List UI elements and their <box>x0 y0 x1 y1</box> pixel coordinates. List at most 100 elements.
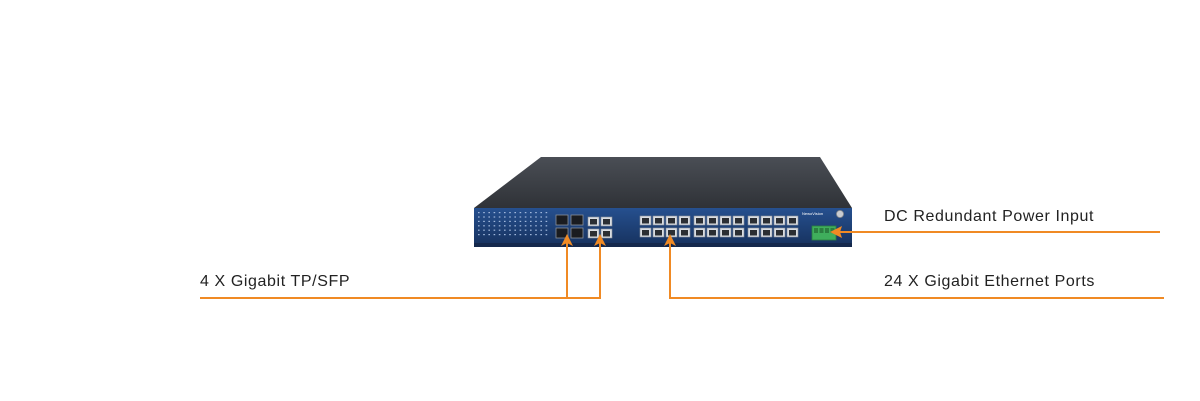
rj45-port[interactable] <box>732 215 745 226</box>
status-led <box>493 220 496 222</box>
status-led <box>478 225 480 227</box>
status-led <box>478 212 480 214</box>
rj45-port[interactable] <box>706 227 719 238</box>
status-led <box>540 229 542 231</box>
rj45-port[interactable] <box>652 227 665 238</box>
switch-top-cover <box>474 157 852 208</box>
status-led <box>535 220 537 222</box>
rj45-port[interactable] <box>639 227 652 238</box>
rj45-port[interactable] <box>600 228 613 239</box>
status-led <box>504 234 506 236</box>
sfp-port[interactable] <box>570 227 584 239</box>
rj45-port[interactable] <box>587 228 600 239</box>
status-led <box>498 220 501 222</box>
status-led <box>514 216 516 218</box>
status-led <box>493 225 496 227</box>
status-led <box>524 216 527 218</box>
rj45-port[interactable] <box>693 215 706 226</box>
status-led <box>493 212 496 214</box>
status-led <box>545 225 548 227</box>
status-led <box>519 216 522 218</box>
status-led <box>545 234 548 236</box>
status-led <box>530 225 532 227</box>
sfp-port[interactable] <box>570 214 584 226</box>
status-led <box>519 212 522 214</box>
combo-rj45-ports <box>587 216 613 239</box>
status-led <box>478 229 480 231</box>
sfp-port[interactable] <box>555 227 569 239</box>
status-led <box>483 229 485 231</box>
rj45-port[interactable] <box>665 215 678 226</box>
status-led <box>509 212 511 214</box>
status-led <box>524 234 527 236</box>
ethernet-port-block <box>639 215 799 238</box>
status-led <box>493 229 496 231</box>
rj45-port[interactable] <box>706 215 719 226</box>
status-led <box>483 212 485 214</box>
status-led <box>540 216 542 218</box>
status-led <box>514 225 516 227</box>
status-led <box>488 234 490 236</box>
status-led <box>478 216 480 218</box>
status-led <box>530 220 532 222</box>
status-led <box>493 234 496 236</box>
status-led <box>524 220 527 222</box>
status-led <box>504 212 506 214</box>
rj45-port[interactable] <box>760 215 773 226</box>
status-led <box>488 216 490 218</box>
rj45-port[interactable] <box>719 227 732 238</box>
status-led <box>514 220 516 222</box>
rj45-port[interactable] <box>773 215 786 226</box>
status-led <box>509 234 511 236</box>
switch-bottom-edge <box>474 243 852 247</box>
status-led <box>504 229 506 231</box>
combo-arrow-icon <box>594 234 606 246</box>
sfp-callout-label: 4 X Gigabit TP/SFP <box>200 273 351 290</box>
power-arrow-icon <box>830 226 842 238</box>
status-led <box>519 220 522 222</box>
sfp-arrow-icon <box>561 234 573 246</box>
status-led <box>509 216 511 218</box>
status-led <box>509 220 511 222</box>
rj45-port[interactable] <box>786 215 799 226</box>
status-led <box>519 234 522 236</box>
status-led <box>530 229 532 231</box>
combo-callout-line <box>567 240 601 299</box>
status-led <box>535 234 537 236</box>
power-callout-label: DC Redundant Power Input <box>884 208 1095 225</box>
reset-button[interactable] <box>836 209 845 218</box>
rj45-port[interactable] <box>600 216 613 227</box>
status-led <box>509 225 511 227</box>
status-led <box>504 220 506 222</box>
rj45-port[interactable] <box>587 216 600 227</box>
rj45-port[interactable] <box>719 215 732 226</box>
sfp-ports <box>555 214 584 239</box>
status-led <box>514 212 516 214</box>
status-led <box>524 225 527 227</box>
status-led <box>524 229 527 231</box>
sfp-port[interactable] <box>555 214 569 226</box>
status-led <box>483 220 485 222</box>
status-led <box>514 229 516 231</box>
rj45-port[interactable] <box>732 227 745 238</box>
status-led <box>524 212 527 214</box>
ethernet-callout-line <box>669 240 1164 299</box>
rj45-port[interactable] <box>639 215 652 226</box>
rj45-port[interactable] <box>786 227 799 238</box>
rj45-port[interactable] <box>678 227 691 238</box>
rj45-port[interactable] <box>693 227 706 238</box>
rj45-port[interactable] <box>665 227 678 238</box>
callout-lines <box>200 231 1164 299</box>
status-led <box>504 225 506 227</box>
rj45-port[interactable] <box>773 227 786 238</box>
status-led <box>519 229 522 231</box>
rj45-port[interactable] <box>652 215 665 226</box>
rj45-port[interactable] <box>747 215 760 226</box>
status-led <box>540 212 542 214</box>
status-led <box>488 212 490 214</box>
rj45-port[interactable] <box>760 227 773 238</box>
rj45-port[interactable] <box>747 227 760 238</box>
status-led <box>545 216 548 218</box>
status-led <box>509 229 511 231</box>
rj45-port[interactable] <box>678 215 691 226</box>
